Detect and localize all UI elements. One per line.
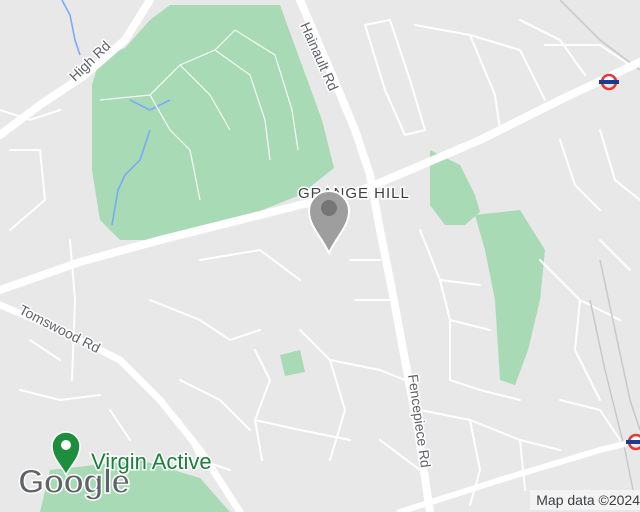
map-pin-icon[interactable]	[51, 431, 81, 477]
park-south	[40, 460, 230, 512]
map-attribution[interactable]: Map data ©2024	[530, 490, 640, 510]
rail-lines	[559, 0, 640, 501]
poi-label[interactable]: Virgin Active	[90, 448, 214, 476]
park-paths	[99, 29, 299, 201]
park-woodland	[92, 5, 334, 240]
park-tiny	[280, 350, 305, 376]
location-marker-icon[interactable]	[307, 190, 351, 256]
stream-top	[61, 0, 81, 56]
park-small	[430, 150, 480, 225]
underground-roundel-icon[interactable]	[626, 433, 640, 451]
park-strip	[475, 210, 545, 385]
stream	[111, 129, 151, 226]
underground-roundel-icon[interactable]	[599, 73, 619, 91]
minor-roads	[0, 18, 640, 506]
google-logo: Google	[17, 462, 131, 502]
stream-north	[129, 99, 171, 111]
